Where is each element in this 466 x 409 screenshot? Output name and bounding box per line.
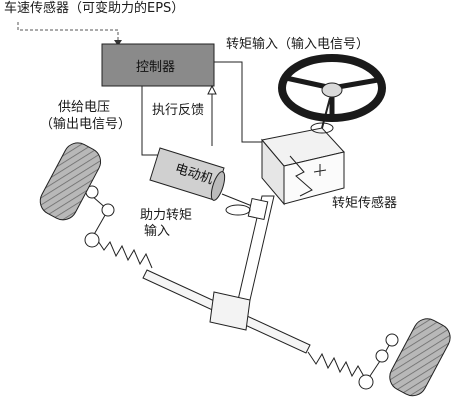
left-joint-lower — [84, 232, 100, 248]
supply-voltage-label-1: 供给电压 — [58, 100, 111, 115]
left-spring — [95, 237, 153, 269]
torque-input-label: 转矩输入（输入电信号） — [226, 37, 370, 52]
arrow-head — [114, 40, 122, 46]
assist-torque-label-1: 助力转矩 — [140, 208, 193, 223]
right-joint-upper — [385, 333, 399, 347]
right-spring — [307, 351, 367, 381]
assist-torque-label-2: 输入 — [144, 224, 171, 239]
right-joint-mid — [375, 349, 389, 363]
right-joint-lower — [358, 374, 374, 390]
gear-housing — [209, 291, 251, 331]
steering-shaft-upper — [321, 97, 331, 129]
motor-control-line — [141, 86, 160, 156]
right-wheel — [389, 318, 451, 397]
torque-sensor-label: 转矩传感器 — [332, 196, 398, 211]
torsion-spring — [289, 155, 313, 197]
torque-sensor-housing — [261, 127, 345, 206]
rotation-arrow-column — [310, 122, 334, 134]
rotation-arrow-motor — [225, 204, 251, 216]
speed-sensor-dashed-line — [17, 22, 119, 44]
speed-sensor-label: 车速传感器（可变助力的EPS） — [4, 1, 185, 16]
left-joint-mid — [101, 203, 115, 217]
motor-gear — [247, 197, 269, 221]
supply-voltage-label-2: （输出电信号） — [40, 117, 132, 132]
left-wheel — [39, 142, 102, 221]
motor-body — [149, 147, 226, 201]
steering-wheel — [278, 54, 386, 122]
feedback-label: 执行反馈 — [152, 103, 205, 118]
torque-signal-line — [214, 61, 262, 143]
controller-label: 控制器 — [136, 60, 176, 75]
sensor-mark — [313, 164, 327, 176]
motor-shaft — [221, 193, 253, 207]
arrow-head — [207, 84, 217, 95]
controller-box — [101, 43, 215, 87]
